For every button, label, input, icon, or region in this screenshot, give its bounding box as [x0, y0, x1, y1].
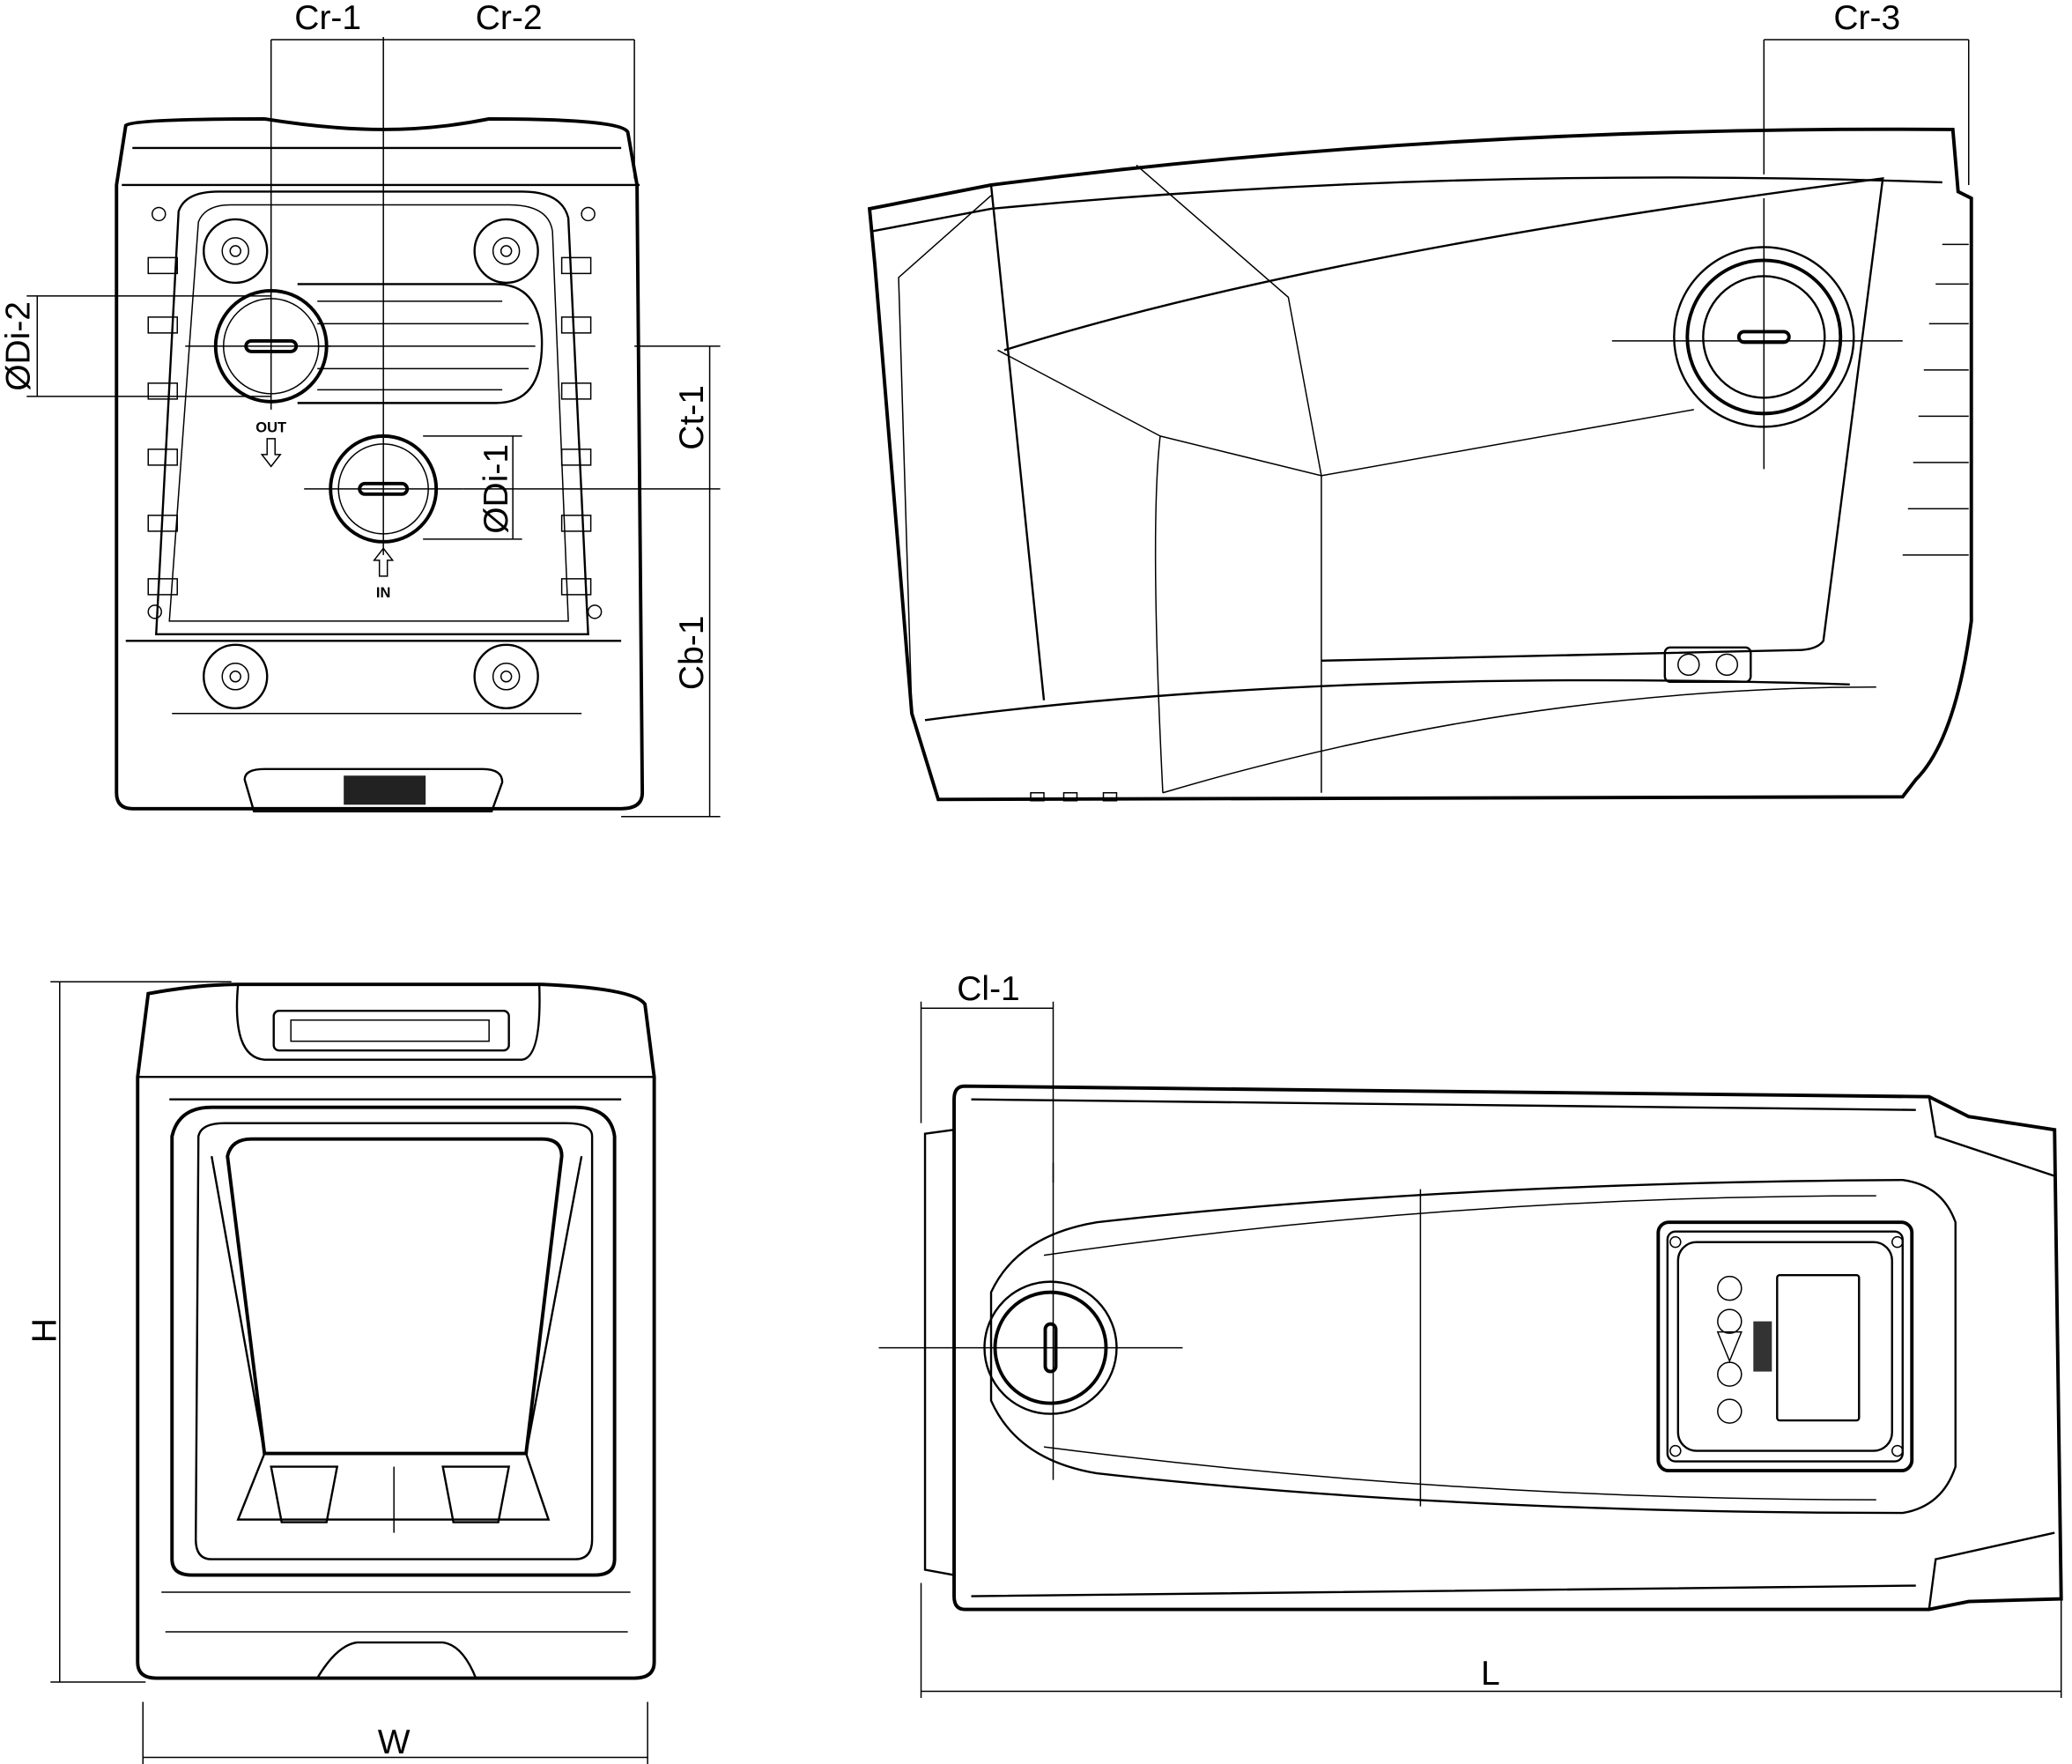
top-view: Cl-1 L	[878, 970, 2063, 1699]
out-arrow-icon	[260, 438, 282, 468]
dim-cr-3: Cr-3	[1833, 0, 1900, 37]
dim-h: H	[26, 1318, 63, 1343]
control-panel	[1656, 1220, 1914, 1473]
dim-cr-1: Cr-1	[294, 0, 361, 37]
side-sockets	[1663, 646, 1752, 684]
side-view: Cr-3	[867, 0, 1973, 802]
in-arrow-icon	[373, 547, 395, 577]
rear-view: H W	[26, 981, 656, 1764]
dim-l: L	[1481, 1655, 1500, 1693]
dim-cl-1: Cl-1	[957, 970, 1019, 1008]
dim-cr-2: Cr-2	[476, 0, 543, 37]
dim-cb-1: Cb-1	[673, 616, 711, 691]
bottom-handle	[243, 767, 504, 812]
feet	[203, 218, 539, 709]
out-label: OUT	[255, 419, 286, 435]
in-label: IN	[376, 585, 391, 601]
dim-ct-1: Ct-1	[673, 385, 711, 450]
screws	[147, 206, 603, 619]
front-view: OUT IN Cr-1 Cr-2 ØDi-2 Ct-1 Cb-1 ØDi-1	[0, 0, 721, 818]
dim-di-2: ØDi-2	[0, 301, 37, 391]
side-ribs	[147, 256, 592, 596]
dim-w: W	[378, 1723, 411, 1761]
dim-di-1: ØDi-1	[477, 444, 515, 534]
vent-grille	[297, 283, 544, 404]
